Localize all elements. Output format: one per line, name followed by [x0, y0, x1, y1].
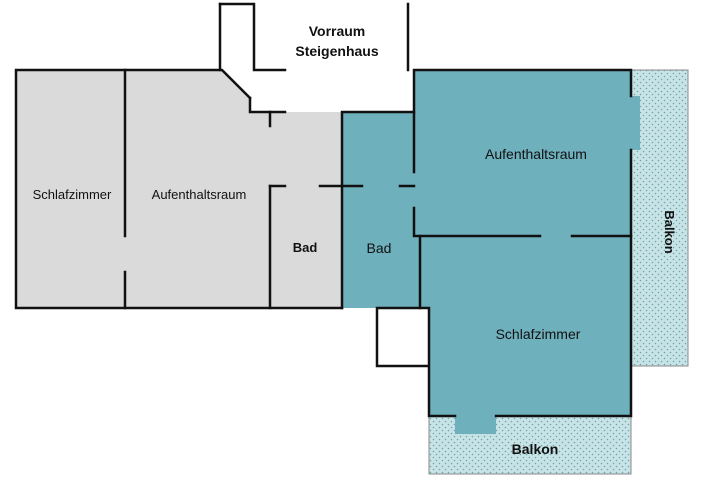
wall-stair-top [218, 2, 287, 72]
label-grey-aufenthaltsraum: Aufenthaltsraum [152, 187, 247, 202]
label-grey-schlafzimmer: Schlafzimmer [33, 187, 112, 202]
label-teal-schlafzimmer: Schlafzimmer [496, 326, 581, 342]
teal-balcony-door-bump [455, 414, 496, 434]
wall-teal-4 [412, 206, 542, 238]
wall-teal-right [494, 148, 633, 418]
balcony-right [630, 69, 689, 367]
label-steigenhaus: Steigenhaus [295, 43, 378, 59]
label-balkon-right: Balkon [662, 210, 677, 253]
wall-teal-top [340, 68, 633, 310]
grey-apartment-area [16, 70, 342, 308]
walls [14, 2, 633, 418]
teal-balcony-door-bump [624, 96, 640, 150]
wall-stair-inner [248, 96, 287, 114]
wall-teal-bottom [375, 306, 457, 418]
label-vorraum: Vorraum [309, 23, 366, 39]
label-grey-bad: Bad [293, 240, 318, 255]
label-balkon-bottom: Balkon [512, 441, 559, 457]
label-teal-aufenthaltsraum: Aufenthaltsraum [485, 146, 587, 162]
label-teal-bad: Bad [367, 240, 392, 256]
